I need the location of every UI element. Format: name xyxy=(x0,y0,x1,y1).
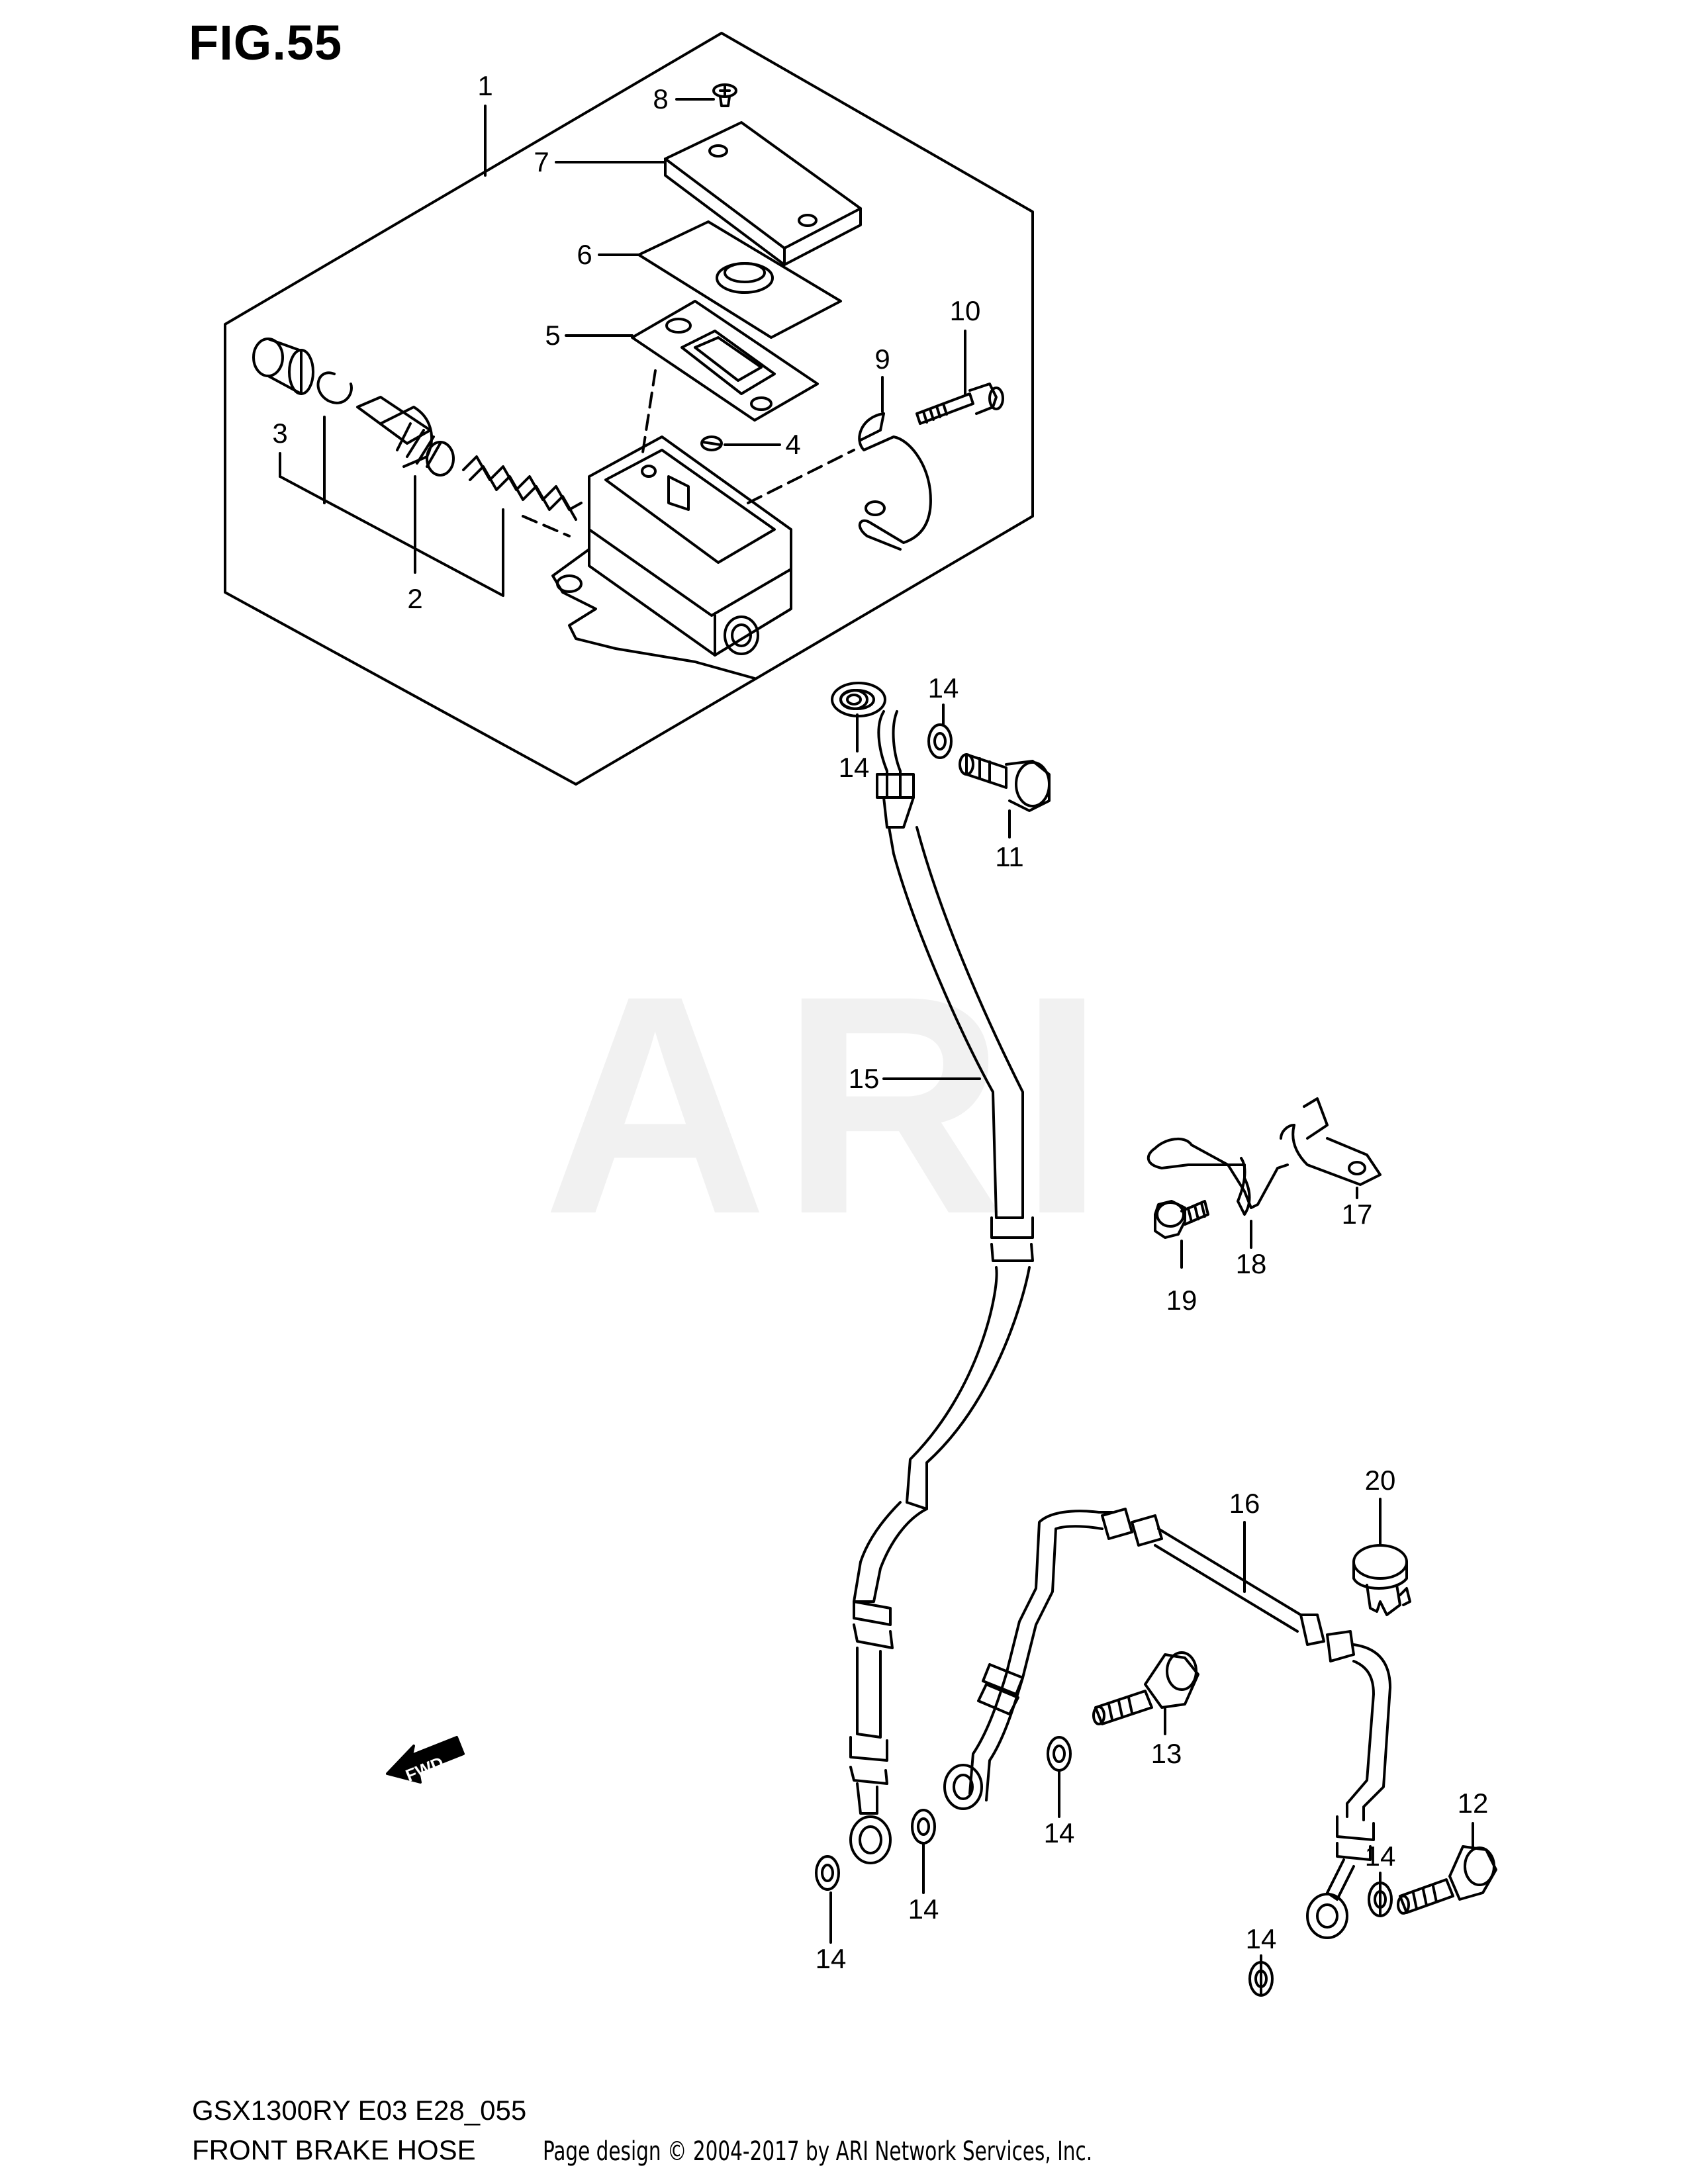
copyright-notice: Page design © 2004-2017 by ARI Network S… xyxy=(543,2136,1093,2167)
callout-11[interactable]: 11 xyxy=(995,841,1024,872)
figure-title: FIG.55 xyxy=(189,15,343,70)
part-2-piston xyxy=(356,396,583,521)
part-20-clamp xyxy=(1352,1544,1411,1616)
dash-line-piston xyxy=(522,515,571,537)
callout-13[interactable]: 13 xyxy=(1150,1738,1182,1769)
part-11-bolt xyxy=(959,753,1051,812)
callout-14-f[interactable]: 14 xyxy=(1364,1841,1396,1872)
callout-1[interactable]: 1 xyxy=(477,70,493,101)
callout-5[interactable]: 5 xyxy=(545,320,561,351)
washer-14-a xyxy=(839,689,868,710)
assembly-1-outline xyxy=(224,32,1034,786)
ari-watermark: ARI xyxy=(543,931,1119,1279)
callout-14-e[interactable]: 14 xyxy=(1043,1817,1075,1848)
part-6-plate xyxy=(637,220,842,339)
part-10-bolt xyxy=(915,383,1004,425)
callout-19[interactable]: 19 xyxy=(1166,1285,1197,1316)
part-8-screw xyxy=(712,83,737,107)
callout-20[interactable]: 20 xyxy=(1364,1465,1396,1496)
callout-16[interactable]: 16 xyxy=(1229,1488,1260,1519)
callout-14-a[interactable]: 14 xyxy=(838,752,870,783)
callout-8[interactable]: 8 xyxy=(653,83,669,114)
part-15-hose xyxy=(831,682,1034,1864)
washer-14-d xyxy=(815,1855,840,1891)
callout-14-b[interactable]: 14 xyxy=(927,672,959,704)
callout-7[interactable]: 7 xyxy=(534,146,549,177)
part-7-cap xyxy=(664,121,862,266)
callout-2[interactable]: 2 xyxy=(407,583,423,614)
part-17-bracket xyxy=(1280,1097,1382,1186)
master-cylinder-body xyxy=(551,435,792,680)
callout-4[interactable]: 4 xyxy=(785,429,801,460)
callout-12[interactable]: 12 xyxy=(1457,1788,1489,1819)
part-13-bolt xyxy=(1092,1651,1199,1725)
washer-14-b xyxy=(927,723,953,759)
callout-14-d[interactable]: 14 xyxy=(815,1943,847,1974)
model-code: GSX1300RY E03 E28_055 xyxy=(192,2095,527,2126)
callout-15[interactable]: 15 xyxy=(848,1063,880,1094)
washer-14-e xyxy=(1047,1736,1072,1772)
callout-6[interactable]: 6 xyxy=(577,239,592,270)
part-9-holder xyxy=(858,412,932,551)
circlip xyxy=(316,371,353,404)
part-5-diaphragm xyxy=(631,300,819,422)
callout-14-c[interactable]: 14 xyxy=(908,1893,939,1925)
part-18-clip xyxy=(1147,1137,1289,1216)
callout-14-g[interactable]: 14 xyxy=(1245,1923,1277,1954)
callout-3[interactable]: 3 xyxy=(272,418,288,449)
part-4-screw xyxy=(700,435,723,451)
dash-line-top xyxy=(641,369,657,458)
callout-10[interactable]: 10 xyxy=(949,295,981,326)
fwd-arrow xyxy=(386,1736,465,1784)
diagram-title: FRONT BRAKE HOSE xyxy=(192,2134,476,2165)
callout-18[interactable]: 18 xyxy=(1235,1248,1267,1279)
part-3-boot xyxy=(252,338,314,395)
part-12-bolt xyxy=(1397,1845,1497,1915)
washer-14-c xyxy=(911,1809,936,1844)
part-16-hose xyxy=(943,1508,1391,1939)
dash-line-holder xyxy=(747,449,855,504)
bracket-3 xyxy=(279,475,504,597)
part-19-screw xyxy=(1154,1200,1209,1239)
callout-9[interactable]: 9 xyxy=(874,343,890,375)
callout-17[interactable]: 17 xyxy=(1341,1199,1373,1230)
